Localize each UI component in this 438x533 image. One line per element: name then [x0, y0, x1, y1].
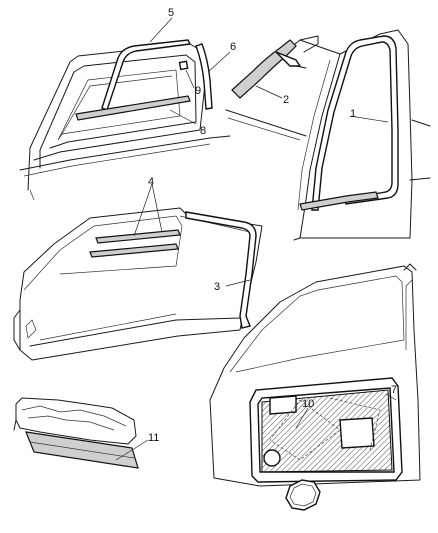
- retainer-clip: [178, 60, 189, 71]
- callout-1: 1: [350, 108, 356, 120]
- callout-labels: 5 6 9 8 1 2 4 3 7 10 11: [148, 7, 397, 444]
- rear-channel-strip: [195, 43, 213, 110]
- upper-corner-seal: [231, 39, 297, 99]
- lower-sill-seal: [299, 191, 379, 211]
- callout-10: 10: [302, 398, 314, 410]
- window-glass-view: [19, 39, 231, 201]
- trim-panel-seal: [249, 377, 403, 483]
- glass-run-channel: [101, 39, 192, 111]
- callout-5: 5: [168, 7, 174, 19]
- callout-4: 4: [148, 176, 154, 188]
- belt-molding-lower: [89, 243, 179, 258]
- callout-3: 3: [214, 281, 220, 293]
- lower-seal-view: [13, 397, 139, 469]
- door-opening-view: [225, 29, 431, 241]
- callout-11: 11: [148, 432, 159, 444]
- belt-weatherstrip: [75, 95, 191, 121]
- callout-9: 9: [195, 85, 201, 97]
- front-door-view: [13, 207, 263, 361]
- callout-7: 7: [391, 384, 397, 396]
- belt-molding-upper: [95, 229, 181, 244]
- leader-lines: [115, 17, 397, 461]
- inner-door-view: [209, 263, 421, 511]
- door-opening-seal: [311, 35, 399, 211]
- callout-2: 2: [283, 94, 289, 106]
- callout-8: 8: [200, 125, 206, 137]
- door-frame-seal: [185, 211, 257, 329]
- speaker-opening: [263, 449, 281, 467]
- callout-6: 6: [230, 41, 236, 53]
